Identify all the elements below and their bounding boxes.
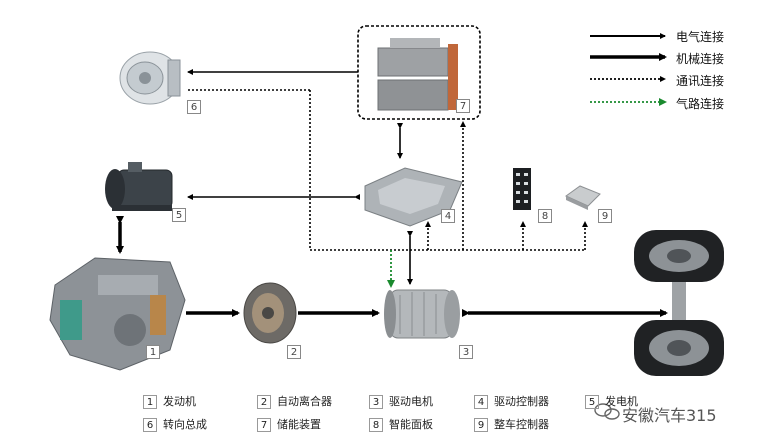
badge-clutch: 2 bbox=[287, 345, 301, 359]
badge-smart-panel: 8 bbox=[538, 209, 552, 223]
key-item-9: 9 整车控制器 bbox=[474, 416, 549, 432]
smart-panel-image bbox=[513, 168, 531, 210]
key-num: 1 bbox=[143, 395, 157, 409]
key-item-2: 2 自动离合器 bbox=[257, 393, 332, 409]
key-num: 7 bbox=[257, 418, 271, 432]
badge-drive-motor: 3 bbox=[459, 345, 473, 359]
key-label: 智能面板 bbox=[389, 418, 433, 431]
key-num: 8 bbox=[369, 418, 383, 432]
comm-bus-steering bbox=[309, 90, 585, 251]
key-item-1: 1 发动机 bbox=[143, 393, 196, 409]
key-item-7: 7 储能装置 bbox=[257, 416, 321, 432]
key-num: 3 bbox=[369, 395, 383, 409]
badge-steering: 6 bbox=[187, 100, 201, 114]
badge-generator: 5 bbox=[172, 208, 186, 222]
badge-storage: 7 bbox=[456, 99, 470, 113]
key-num: 2 bbox=[257, 395, 271, 409]
key-item-3: 3 驱动电机 bbox=[369, 393, 433, 409]
key-label: 储能装置 bbox=[277, 418, 321, 431]
legend-label-air: 气路连接 bbox=[676, 97, 725, 111]
drive-motor-image bbox=[384, 289, 460, 339]
legend-label-communication: 通讯连接 bbox=[676, 74, 725, 88]
axle-wheels-image bbox=[634, 230, 724, 376]
legend-lines bbox=[590, 33, 667, 106]
key-label: 发动机 bbox=[163, 395, 196, 408]
connection-lines bbox=[116, 69, 668, 317]
storage-group-box bbox=[357, 25, 481, 120]
key-item-5: 5 发电机 bbox=[585, 393, 638, 409]
key-label: 整车控制器 bbox=[494, 418, 549, 431]
steering-assembly-image bbox=[119, 51, 181, 105]
key-item-4: 4 驱动控制器 bbox=[474, 393, 549, 409]
key-num: 5 bbox=[585, 395, 599, 409]
storage-device-image bbox=[377, 38, 458, 111]
key-label: 驱动电机 bbox=[389, 395, 433, 408]
watermark-text: 安徽汽车315 bbox=[622, 406, 717, 425]
key-label: 驱动控制器 bbox=[494, 395, 549, 408]
badge-vehicle-controller: 9 bbox=[598, 209, 612, 223]
key-label: 自动离合器 bbox=[277, 395, 332, 408]
watermark-logo-icon bbox=[594, 403, 620, 420]
legend-label-electric: 电气连接 bbox=[676, 30, 725, 44]
key-num: 9 bbox=[474, 418, 488, 432]
auto-clutch-image bbox=[243, 282, 297, 344]
vehicle-controller-image bbox=[565, 185, 601, 210]
legend-label-mechanical: 机械连接 bbox=[676, 52, 725, 66]
engine-image bbox=[49, 257, 186, 371]
badge-engine: 1 bbox=[146, 345, 160, 359]
key-num: 6 bbox=[143, 418, 157, 432]
key-label: 发电机 bbox=[605, 395, 638, 408]
key-num: 4 bbox=[474, 395, 488, 409]
badge-drive-controller: 4 bbox=[441, 209, 455, 223]
key-item-6: 6 转向总成 bbox=[143, 416, 207, 432]
drive-controller-image bbox=[364, 167, 463, 227]
generator-image bbox=[105, 162, 173, 211]
key-item-8: 8 智能面板 bbox=[369, 416, 433, 432]
key-label: 转向总成 bbox=[163, 418, 207, 431]
